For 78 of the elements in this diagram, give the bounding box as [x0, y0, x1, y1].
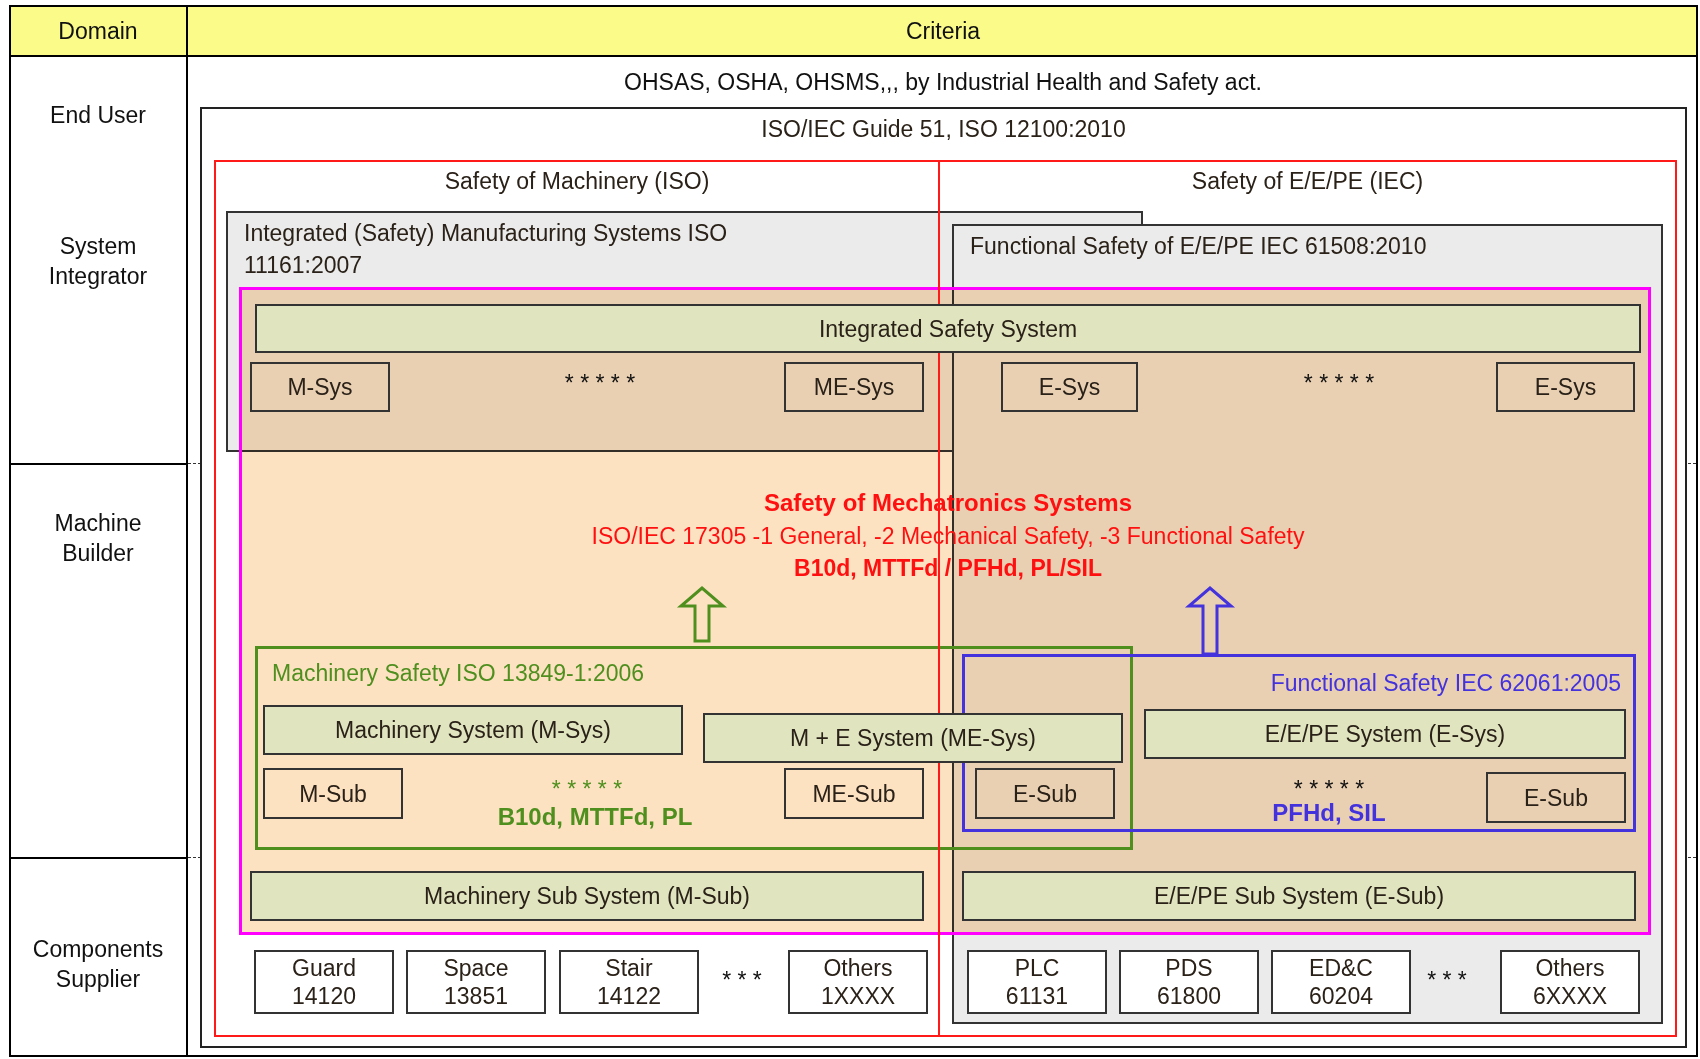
box-label: 13851	[444, 982, 508, 1010]
box-label: E/E/PE Sub System (E-Sub)	[1153, 882, 1445, 910]
heading-text: Machinery Safety ISO 13849-1:2006	[272, 659, 646, 687]
box-label: ED&C	[1309, 954, 1373, 982]
box-label: Stair	[605, 954, 653, 982]
box-label: M-Sub	[299, 779, 367, 808]
box-label: E-Sys	[1534, 373, 1597, 401]
box-label: Space	[443, 954, 509, 982]
label-text: * * *	[722, 966, 762, 995]
row-heading: Components Supplier	[31, 935, 165, 994]
box-label: Others	[1535, 954, 1605, 982]
box-label: ME-Sub	[812, 779, 896, 808]
box-label: Machinery Sub System (M-Sub)	[424, 882, 750, 910]
label-text: * * * * *	[564, 369, 636, 398]
box-label: 60204	[1309, 982, 1373, 1010]
system-box	[784, 362, 924, 412]
row-heading: Machine Builder	[53, 509, 143, 568]
label-text: OHSAS, OSHA, OHSMS,,, by Industrial Health and Safety act.	[624, 68, 1262, 97]
heading-text: Integrated (Safety) Manufacturing Systems ISO 11161:2007	[244, 219, 729, 280]
system-bar	[703, 713, 1123, 763]
component-box	[967, 950, 1107, 1014]
heading-text: Functional Safety IEC 62061:2005	[1269, 669, 1621, 697]
label-text: * * *	[1427, 966, 1467, 995]
box-label: M-Sys	[287, 373, 353, 401]
component-box	[1500, 950, 1640, 1014]
box-label: E-Sub	[1524, 783, 1588, 812]
subsystem-box	[263, 768, 403, 819]
label-text: Criteria	[905, 17, 981, 46]
system-box	[1496, 362, 1635, 412]
box-label: PLC	[1014, 954, 1060, 982]
box-label: E-Sub	[1013, 779, 1077, 808]
hollow-arrow	[1184, 586, 1236, 656]
subsystem-box	[784, 768, 924, 819]
heading-text: B10d, MTTFd, PL	[496, 803, 694, 831]
system-box	[1001, 362, 1138, 412]
box-label: Guard	[292, 954, 356, 982]
subsystem-box	[1486, 772, 1626, 823]
box-label: Machinery System (M-Sys)	[334, 716, 611, 744]
box-label: 61800	[1157, 982, 1221, 1010]
box-label: E/E/PE System (E-Sys)	[1264, 720, 1506, 748]
component-box	[406, 950, 546, 1014]
subsystem-bar	[250, 871, 924, 921]
box-label: 14122	[597, 982, 661, 1010]
component-box	[1271, 950, 1411, 1014]
standard-frame	[200, 107, 1687, 1048]
component-box	[1119, 950, 1259, 1014]
label-text: Domain	[58, 17, 138, 46]
box-label: PDS	[1165, 954, 1213, 982]
system-box	[250, 362, 390, 412]
component-box	[788, 950, 928, 1014]
system-bar	[255, 304, 1641, 353]
row-heading: System Integrator	[47, 232, 149, 291]
subsystem-bar	[962, 871, 1636, 921]
label-text: End User	[50, 101, 146, 130]
box-label: M + E System (ME-Sys)	[790, 724, 1036, 752]
heading-text: Functional Safety of E/E/PE IEC 61508:2010	[970, 232, 1428, 260]
label-text: * * * * *	[1303, 369, 1375, 398]
box-label: Others	[823, 954, 893, 982]
scope-frame	[239, 287, 1651, 935]
component-box	[559, 950, 699, 1014]
heading-text: ISO/IEC Guide 51, ISO 12100:2010	[760, 115, 1127, 143]
heading-text: B10d, MTTFd / PFHd, PL/SIL	[793, 554, 1103, 583]
heading-text: Safety of E/E/PE (IEC)	[1190, 167, 1425, 195]
box-label: 1XXXX	[820, 982, 896, 1010]
hollow-arrow	[676, 586, 728, 643]
box-label: E-Sys	[1038, 373, 1101, 401]
box-label: 61131	[1005, 982, 1069, 1010]
box-label: 6XXXX	[1532, 982, 1608, 1010]
box-label: 14120	[292, 982, 356, 1010]
box-label: ME-Sys	[813, 373, 895, 401]
system-bar	[1144, 709, 1626, 759]
heading-text: Safety of Machinery (ISO)	[443, 167, 711, 195]
component-box	[254, 950, 394, 1014]
subsystem-box	[975, 768, 1115, 819]
label-text: * * * * *	[551, 775, 623, 804]
box-label: Integrated Safety System	[818, 314, 1078, 343]
standard-group-frame	[255, 646, 1133, 850]
system-bar	[263, 705, 683, 755]
